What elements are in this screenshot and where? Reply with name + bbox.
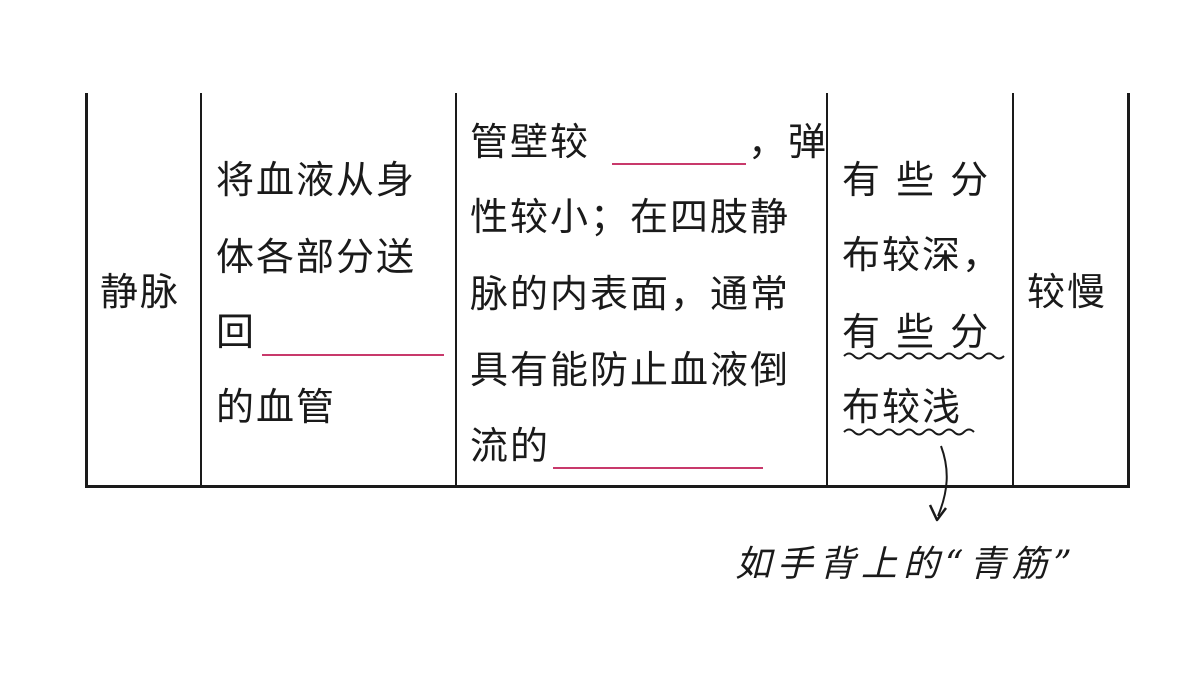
wavy-underline — [843, 352, 1005, 360]
structure-line: 流的 — [470, 424, 551, 468]
structure-line: 具有能防止血液倒 — [470, 348, 791, 392]
function-line: 体各部分送 — [216, 235, 417, 279]
fill-blank-underline — [262, 354, 444, 356]
table-frame — [85, 93, 1130, 488]
structure-line: 管壁较 — [470, 120, 591, 164]
annotation-arrow-line — [937, 445, 948, 517]
distribution-line: 有 些 分 — [842, 310, 991, 354]
column-divider — [826, 93, 828, 488]
annotation-arrow-head — [928, 504, 947, 522]
annotation-note: 如手背上的“青筋” — [735, 544, 1078, 585]
column-divider — [455, 93, 457, 488]
fill-blank-underline — [612, 163, 746, 165]
fill-blank-underline — [553, 467, 763, 469]
function-line: 回 — [216, 310, 257, 354]
flow-speed: 较慢 — [1027, 270, 1108, 314]
distribution-line: 有 些 分 — [842, 158, 991, 202]
function-line: 将血液从身 — [216, 158, 417, 202]
structure-line: ，弹 — [748, 120, 829, 164]
structure-line: 性较小；在四肢静 — [470, 195, 791, 239]
wavy-underline — [843, 428, 975, 436]
distribution-line: 布较浅 — [842, 385, 963, 429]
structure-line: 脉的内表面，通常 — [470, 272, 791, 316]
vessel-name: 静脉 — [100, 270, 181, 314]
function-line: 的血管 — [216, 385, 337, 429]
distribution-line: 布较深， — [842, 233, 1003, 277]
column-divider — [1012, 93, 1014, 488]
column-divider — [200, 93, 202, 488]
